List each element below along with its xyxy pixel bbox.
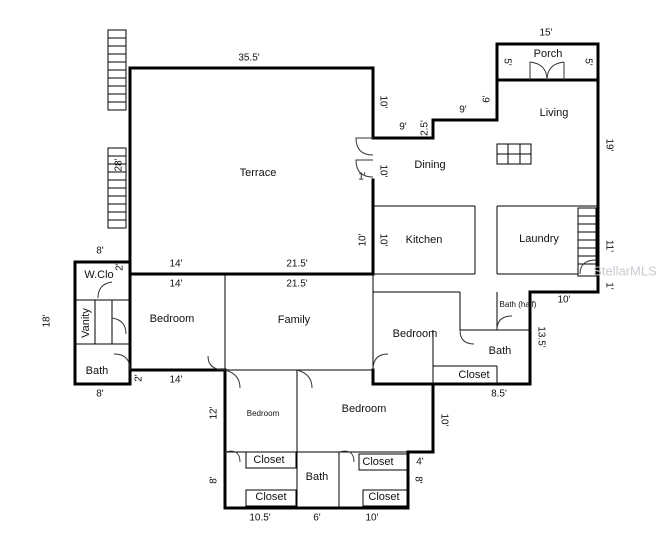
dim-dining-right: 10' [377,164,388,177]
porch-door[interactable] [529,61,565,81]
laundry-stairs [577,207,597,277]
dim-bottom-right-10: 10' [438,413,449,426]
bath-bottom-label: Bath [306,471,329,483]
dim-bath-left-bottom: 8' [96,389,104,400]
closet-bl-bot-label: Closet [255,491,286,503]
dining-label: Dining [414,159,445,171]
closet-bl-top-label: Closet [253,454,284,466]
dim-bottom-6: 6' [313,513,321,524]
watermark: StellarMLS [593,263,657,278]
middle-walls [130,273,530,384]
bedroom-left-label: Bedroom [150,313,195,325]
bedroom-small-label: Bedroom [247,409,280,418]
dim-dining-9a: 9' [399,122,407,133]
closet-mid-label: Closet [458,369,489,381]
closet-br-bot-label: Closet [368,491,399,503]
dim-dining-9b: 9' [459,105,467,116]
closet-br-top-box [358,453,408,471]
dim-bottom-10-5: 10.5' [249,513,270,524]
dim-closet-bottom: 8.5' [491,389,507,400]
dim-family-top: 21.5' [286,259,307,270]
dim-wclo-2: 2' [115,263,126,271]
dim-porch-left: 5' [501,58,512,66]
middle-outer-wall [128,272,435,510]
dim-laundry-right: 11' [603,240,614,252]
left-wing-wall [73,260,132,386]
dim-bath-right: 13.5' [535,326,546,347]
closet-bl-bot-box [245,489,297,507]
vanity-label: Vanity [80,308,92,338]
left-wing-partitions [75,299,130,345]
living-stairs [496,143,532,165]
closet-br-top-label: Closet [362,456,393,468]
family-label: Family [278,314,311,326]
dim-dining-1: 1' [358,172,366,183]
dim-dining-25: 2.5' [420,120,431,136]
dim-terrace-inner-right: 10' [358,233,369,246]
bath-mid-label: Bath [489,345,512,357]
wclo-label: W.Clo [84,269,113,281]
bedroom-bottom-label: Bedroom [342,403,387,415]
closet-br-bot-box [362,489,408,507]
dim-terrace-top: 35.5' [238,53,259,64]
dim-bath-half-bottom: 10' [557,295,570,306]
dim-porch-top: 15' [539,28,552,39]
kitchen-label: Kitchen [406,234,443,246]
closet-bl-top-box [245,451,297,469]
bedroom-mid-label: Bedroom [393,328,438,340]
bath-half-label: Bath (half) [500,300,537,309]
living-label: Living [540,107,569,119]
laundry-label: Laundry [519,233,559,245]
dim-bottom-left: 8' [209,476,220,484]
dim-bottom-right-8: 8' [412,476,423,484]
dim-left-side: 18' [42,314,53,327]
dim-dining-6: 6' [482,95,493,103]
dim-terrace-left: 28' [114,158,125,171]
exterior-stairs-top [107,29,127,111]
terrace-label: Terrace [240,167,277,179]
porch-wall [495,42,600,82]
dim-laundry-1: 1' [603,282,614,290]
dim-terrace-right-a: 10' [377,95,388,108]
dim-bottom-10: 10' [365,513,378,524]
dim-family-top-inner: 21.5' [286,279,307,290]
dim-bedroom-small-left: 12' [209,406,220,419]
doors [97,137,597,463]
dim-bedroom-left-top-inner: 14' [169,279,182,290]
kitchen-partitions [373,205,598,275]
dim-bedroom-left-top: 14' [169,259,182,270]
dim-bedroom-left-2: 2' [134,374,145,382]
dim-wclo-top: 8' [96,246,104,257]
dim-kitchen-right: 10' [377,233,388,246]
bath-left-label: Bath [86,365,109,377]
exterior-stairs-side [107,147,127,229]
dim-living-right: 19' [603,138,614,151]
dim-bottom-right-4: 4' [416,457,424,468]
dim-bedroom-left-bottom: 14' [169,375,182,386]
porch-label: Porch [534,48,563,60]
dim-porch-right: 5' [582,58,593,66]
